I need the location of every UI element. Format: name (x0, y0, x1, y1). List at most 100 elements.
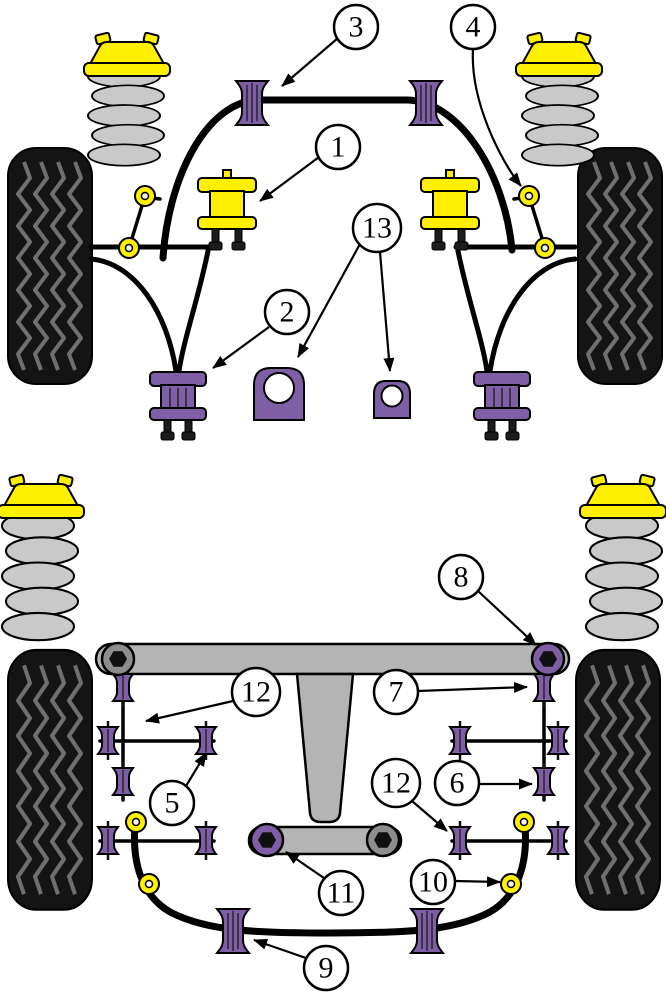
callout-5-arrow (185, 752, 207, 787)
callout-13: 13 (297, 202, 403, 372)
rear-anti-roll-bar (131, 812, 529, 937)
callout-5-label: 5 (165, 787, 180, 820)
front-suspension-diagram: 3 4 1 13 2 (6, 3, 664, 441)
callout-12-left-label: 12 (241, 676, 271, 709)
callout-2: 2 (212, 288, 311, 369)
callout-2-label: 2 (280, 296, 295, 329)
rear-right-vlink-lower-bushing (532, 760, 556, 803)
callout-12-left: 12 (145, 666, 282, 724)
callout-1-circle (314, 123, 362, 171)
rear-suspension-diagram: 8 12 7 5 6 12 11 (0, 473, 666, 992)
callout-1-arrow (259, 156, 320, 202)
callout-8: 8 (437, 553, 537, 646)
callout-2-circle (263, 288, 311, 336)
callout-10: 10 (409, 858, 501, 906)
front-left-control-arm-rear-leg (88, 256, 179, 374)
callout-5: 5 (148, 752, 207, 827)
callout-9-arrow (253, 938, 307, 960)
callout-12-right: 12 (370, 757, 448, 832)
callout-6: 6 (433, 759, 533, 807)
rear-right-lower-link-outer-bushing (546, 819, 570, 862)
callout-7-circle (372, 668, 420, 716)
callout-13-label: 13 (362, 212, 392, 245)
front-left-spring-top-mount (83, 31, 171, 77)
rear-left-upper-link-outer-bushing (96, 719, 120, 762)
front-right-drop-link-upper-bushing (518, 185, 540, 207)
rear-right-coil-spring (584, 511, 664, 642)
callout-4-label: 4 (466, 11, 481, 44)
callout-12-right-arrow (411, 800, 448, 832)
callout-4: 4 (449, 3, 522, 187)
callout-4-arrow (471, 48, 522, 187)
rear-left-tire (8, 650, 92, 910)
rear-right-upper-link-outer-bushing (546, 719, 570, 762)
callout-13-arrow-left (297, 243, 361, 358)
front-left-tire (6, 146, 94, 386)
bushing-bracket-small (373, 380, 411, 419)
rear-subframe-bushing-right (530, 641, 566, 677)
rear-subframe-bushing-left (100, 641, 136, 677)
front-right-arm-rear-bushing (473, 371, 531, 441)
callout-7-arrow (417, 681, 528, 693)
callout-11-label: 11 (327, 877, 356, 910)
callout-3-label: 3 (349, 11, 364, 44)
callout-13-arrow-right (378, 251, 395, 372)
callout-12-left-circle (230, 666, 282, 718)
callout-9-label: 9 (319, 952, 334, 985)
callout-10-arrow (454, 876, 501, 888)
bushing-bracket-large (253, 367, 305, 421)
rear-right-tire (576, 650, 660, 910)
callout-3: 3 (281, 3, 380, 87)
callout-1-label: 1 (331, 131, 346, 164)
callout-9: 9 (253, 938, 350, 992)
front-right-drop-link-lower-bushing (534, 237, 556, 259)
front-right-spring-top-mount (515, 31, 603, 77)
rear-beam-bushing-right (365, 822, 401, 858)
rear-right-arb-link-upper-bushing (513, 811, 535, 833)
callout-5-circle (148, 779, 196, 827)
callout-11-arrow (285, 851, 325, 879)
rear-left-lower-link-outer-bushing (96, 819, 120, 862)
front-right-coil-spring (521, 64, 599, 167)
callout-8-label: 8 (454, 561, 469, 594)
front-right-control-arm-inner-leg (455, 248, 490, 374)
front-right-engine-mount (420, 169, 480, 251)
callout-11: 11 (285, 851, 365, 917)
callout-3-circle (332, 3, 380, 51)
rear-right-spring-top-mount (579, 473, 666, 519)
callout-3-arrow (281, 37, 339, 87)
callout-12-right-label: 12 (381, 767, 411, 800)
rear-left-arb-link-upper-bushing (125, 811, 147, 833)
front-left-drop-link-lower-bushing (118, 237, 140, 259)
front-anti-roll-bar (159, 96, 516, 262)
rear-right-upper-link-inner-bushing (448, 719, 472, 762)
callout-6-circle (433, 759, 481, 807)
rear-right-lower-link-inner-bushing (448, 819, 472, 862)
callout-10-circle (409, 858, 457, 906)
front-left-coil-spring (87, 64, 165, 167)
callout-10-label: 10 (418, 866, 448, 899)
rear-subframe-crossmember (94, 642, 571, 676)
front-right-control-arm-rear-leg (487, 256, 578, 374)
rear-left-lower-link-inner-bushing (194, 819, 218, 862)
rear-left-arb-link-lower-bushing (138, 873, 160, 895)
rear-left-spring-top-mount (0, 473, 85, 519)
callout-7: 7 (372, 668, 528, 716)
callout-12-right-circle (370, 757, 422, 809)
front-left-engine-mount (197, 169, 257, 251)
rear-subframe-center-post (295, 672, 355, 824)
callout-8-circle (437, 553, 485, 601)
callout-9-circle (302, 944, 350, 992)
callout-6-label: 6 (450, 767, 465, 800)
callout-11-circle (317, 869, 365, 917)
callout-8-arrow (477, 590, 537, 646)
rear-beam-bushing-left (249, 822, 285, 858)
rear-left-coil-spring (0, 511, 80, 642)
rear-right-arb-link-lower-bushing (500, 873, 522, 895)
rear-left-vlink-lower-bushing (111, 760, 135, 803)
callout-13-circle (351, 202, 403, 254)
callout-7-label: 7 (389, 676, 404, 709)
front-left-arm-rear-bushing (149, 371, 207, 441)
front-left-control-arm-inner-leg (176, 248, 211, 374)
